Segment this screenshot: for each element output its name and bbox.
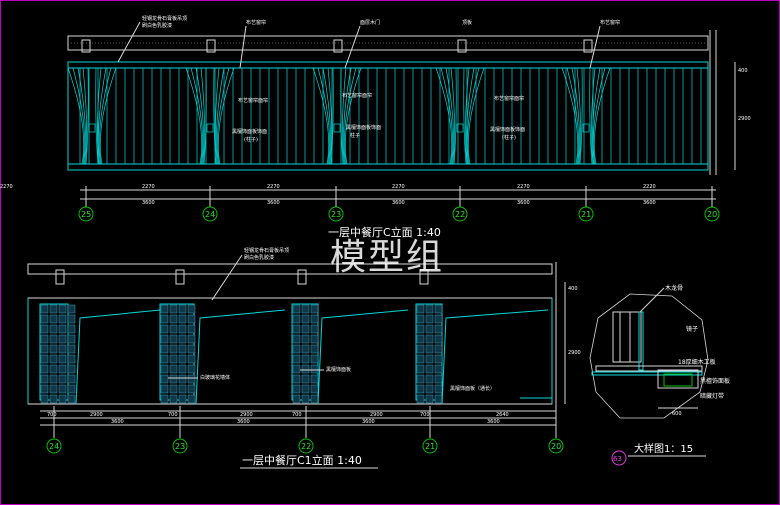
lower-dim-top: 700 (168, 412, 178, 418)
lower-dim-bottom: 3600 (487, 419, 500, 425)
upper-dim-bottom: 3600 (643, 200, 656, 206)
lower-dim-top: 2900 (240, 412, 253, 418)
upper-axis-label: 20 (707, 210, 717, 219)
lower-axis-label: 21 (425, 442, 435, 451)
lower-side-dim-2: 2900 (568, 350, 581, 356)
upper-note-door: 面层木门 (360, 19, 380, 26)
upper-axis-label: 21 (581, 210, 591, 219)
upper-note-ebony-3: 黑檀饰面板饰面 (490, 126, 525, 133)
upper-wall (67, 61, 709, 171)
upper-dim-top: 2270 (392, 184, 405, 190)
upper-note-ceiling-1: 轻钢龙骨石膏板吊顶 (142, 15, 187, 22)
detail-marker: 63 (613, 455, 622, 463)
upper-note-curtain-1: 布艺窗帘 (246, 19, 266, 26)
upper-dim-bottom: 3600 (142, 200, 155, 206)
upper-axis-bubble (202, 206, 218, 222)
upper-axis-bubble (78, 206, 94, 222)
upper-note-ebony-2: 黑檀饰面板饰面 (346, 124, 381, 131)
upper-dim-top: 2220 (643, 184, 656, 190)
lower-note-ceiling-2: 刷白色乳胶漆 (244, 254, 274, 261)
upper-dim-top: 2270 (517, 184, 530, 190)
lower-axis-bubble (298, 438, 314, 454)
upper-dim-top: 2270 (267, 184, 280, 190)
upper-axis-label: 22 (455, 210, 465, 219)
detail-label-board: 18厚细木工板 (678, 358, 716, 366)
watermark: 模型组 (330, 237, 445, 278)
lower-dim-top: 700 (47, 412, 57, 418)
lower-side-dim-1: 400 (568, 286, 578, 292)
detail-dim: 600 (672, 411, 682, 417)
lower-axis-label: 24 (49, 442, 59, 451)
detail-label-mirror: 镜子 (686, 325, 698, 333)
upper-axis-bubble (452, 206, 468, 222)
lower-ceiling-slab (27, 263, 553, 275)
upper-dim-bottom: 3600 (392, 200, 405, 206)
lower-axis-bubble (422, 438, 438, 454)
upper-note-column-3: (柱子) (502, 134, 516, 141)
detail-label-wood-keel: 木龙骨 (665, 284, 683, 292)
lower-axis-bubble (548, 438, 564, 454)
lower-axis-label: 23 (175, 442, 185, 451)
upper-note-curtain-2: 布艺窗帘 (600, 19, 620, 26)
upper-dim-top: 2270 (142, 184, 155, 190)
lower-note-ceiling-1: 轻钢龙骨石膏板吊顶 (244, 247, 289, 254)
lower-axis-label: 22 (301, 442, 311, 451)
upper-note-top: 顶板 (462, 19, 472, 26)
upper-note-valance-2: 布艺窗帘面帘 (342, 92, 372, 99)
upper-note-valance-3: 布艺窗帘面帘 (494, 95, 524, 102)
lower-dim-top: 2900 (370, 412, 383, 418)
lower-axis-label: 20 (551, 442, 561, 451)
lower-note-ebony: 黑檀饰面板 (326, 366, 351, 373)
upper-note-ceiling-2: 刷白色乳胶漆 (142, 22, 172, 29)
upper-axis-label: 23 (331, 210, 341, 219)
lower-axis-bubble (172, 438, 188, 454)
upper-title: 一层中餐厅C立面 1:40 (328, 225, 441, 239)
detail-label-light: 暗藏灯带 (700, 392, 724, 400)
upper-dim-bottom: 3600 (517, 200, 530, 206)
upper-dim-top: 2270 (0, 184, 13, 190)
upper-axis-label: 24 (205, 210, 215, 219)
lower-note-ebony-long: 黑檀饰面板（通长） (450, 385, 495, 392)
upper-note-valance-1: 布艺窗帘面帘 (238, 97, 268, 104)
upper-note-column-2: 柱子 (350, 132, 360, 139)
lower-dim-bottom: 3600 (111, 419, 124, 425)
upper-axis-bubble (578, 206, 594, 222)
upper-note-column-1: (柱子) (244, 136, 258, 143)
upper-axis-bubble (328, 206, 344, 222)
lower-dim-bottom: 3600 (237, 419, 250, 425)
lower-dim-top: 2640 (496, 412, 509, 418)
upper-elevation: 400 2900 轻钢龙骨石膏板吊顶 刷白色乳胶漆 布艺窗帘 面层木门 顶板 布… (0, 15, 751, 239)
lower-dim-bottom: 3600 (362, 419, 375, 425)
lower-dim-top: 700 (420, 412, 430, 418)
detail-label-ebony: 黑檀饰面板 (700, 377, 730, 385)
upper-side-dim-2: 2900 (738, 116, 751, 122)
lower-dim-top: 2900 (90, 412, 103, 418)
lower-note-glass: 白玻璃花墙体 (200, 374, 230, 381)
lower-elevation: 400 2900 轻钢龙骨石膏板吊顶 刷白色乳胶漆 白玻璃花墙体 黑檀饰面板 黑… (27, 247, 581, 469)
upper-axis-label: 25 (81, 210, 91, 219)
upper-dim-bottom: 3600 (267, 200, 280, 206)
lower-dim-top: 700 (292, 412, 302, 418)
upper-axis-bubble (704, 206, 720, 222)
upper-side-dim-1: 400 (738, 68, 748, 74)
detail-section: 木龙骨 镜子 18厚细木工板 黑檀饰面板 暗藏灯带 600 63 大样图1：15 (589, 284, 730, 466)
lower-axis-bubble (46, 438, 62, 454)
upper-note-ebony-1: 黑檀饰面板饰面 (232, 128, 267, 135)
detail-title: 大样图1：15 (634, 442, 693, 455)
lower-title: 一层中餐厅C1立面 1:40 (242, 453, 362, 467)
